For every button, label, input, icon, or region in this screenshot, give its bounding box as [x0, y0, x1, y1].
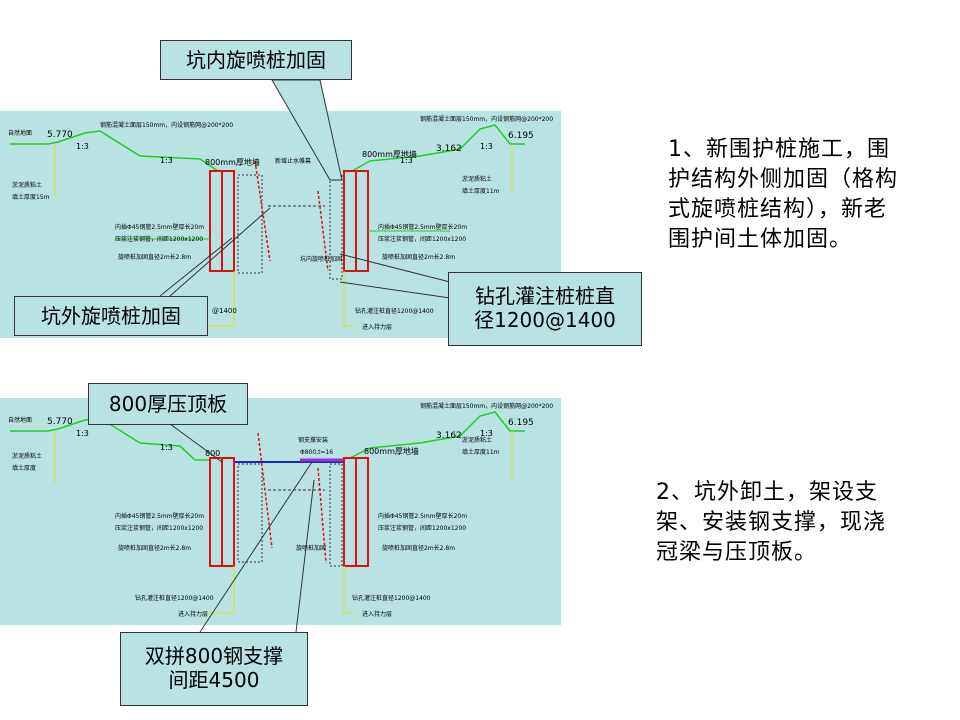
note-bottom-left2: 进入持力层: [178, 610, 208, 618]
elev-left: 5.770: [47, 417, 73, 427]
note-left-top: 自然地面: [8, 129, 32, 137]
left-inner-pile: [237, 463, 263, 563]
slope-b: 1:3: [160, 156, 173, 165]
note-pipe-left1: 内插Φ45钢管2.5mm壁厚长20m: [115, 223, 204, 231]
slope-c: 1:3: [480, 429, 493, 438]
step-1-line: 1、新围护桩施工，围: [668, 137, 890, 162]
note-mid: 旋喷桩加固: [296, 544, 326, 552]
note-bottom-right2: 进入持力层: [362, 323, 392, 331]
slope-a: 1:3: [76, 429, 89, 438]
note-bottom-left: @1400: [212, 307, 237, 315]
elev-right: 6.195: [508, 131, 534, 141]
note-left-soil2: 填土厚度15m: [12, 193, 50, 201]
step-1-description: 1、新围护桩施工，围 护结构外侧加固（格构 式旋喷桩结构），新老 围护间土体加固…: [668, 135, 898, 255]
callout-top-slab-text: 800厚压顶板: [108, 392, 228, 416]
note-top-right: 钢筋混凝土面层150mm，内设钢筋网@200*200: [420, 115, 553, 123]
pile-guide-right: [343, 271, 355, 327]
callout-steel-strut-line2: 间距4500: [168, 668, 260, 692]
note-pipe-right2: 压浆注浆钢管，间距1200x1200: [378, 524, 466, 532]
step-2-line: 架、安装钢支撑，现浇: [656, 510, 887, 535]
note-right-soil1: 淤泥质粘土: [462, 175, 492, 183]
elev-mid: 3.162: [436, 144, 462, 154]
slope-b: 1:3: [160, 443, 173, 452]
note-pipe-left2: 压浆注浆钢管，间距1200x1200: [115, 524, 203, 532]
note-bottom-left1: 钻孔灌注桩直径1200@1400: [135, 594, 214, 602]
note-bottom-right1: 钻孔灌注桩直径1200@1400: [352, 594, 431, 602]
slope-red-right: [317, 467, 327, 564]
note-jet-left: 旋喷桩加固直径2m长2.8m: [118, 253, 191, 261]
slope-a: 1:3: [76, 142, 89, 151]
slope-d: 1:3: [480, 142, 493, 151]
callout-outer-jet-grout-text: 坑外旋喷桩加固: [41, 304, 181, 328]
note-pipe-left1: 内插Φ45钢管2.5mm壁厚长20m: [115, 512, 204, 520]
note-bottom-right1: 钻孔灌注桩直径1200@1400: [355, 307, 434, 315]
note-bottom-right2: 进入持力层: [362, 610, 392, 618]
note-strut2: Φ800,t=16: [300, 449, 333, 456]
elev-right: 6.195: [508, 418, 534, 428]
wall-right-label: 800mm厚地墙: [362, 149, 417, 159]
pile-guide-right: [343, 566, 355, 614]
note-pipe-right2: 压浆注浆钢管，间距1200x1200: [378, 235, 466, 243]
note-left-soil1: 淤泥质粘土: [12, 452, 42, 460]
section-drawing-2-svg: 5.770 6.195 3.162 1:3 1:3 1:3 800 800mm厚…: [8, 402, 553, 618]
right-inner-pile: [329, 463, 343, 567]
callout-top-slab: 800厚压顶板: [88, 383, 248, 425]
note-left-soil2: 填土厚度: [12, 464, 36, 472]
note-jet-right: 旋喷桩加固直径2m长2.8m: [382, 253, 455, 261]
ground-line-right: [351, 124, 525, 172]
note-left-top: 自然地面: [8, 416, 32, 424]
note-pipe-right1: 内插Φ45钢管2.5mm壁厚长20m: [378, 512, 467, 520]
section-drawing-2: 5.770 6.195 3.162 1:3 1:3 1:3 800 800mm厚…: [0, 398, 561, 625]
slope-red-right: [317, 190, 329, 272]
callout-bored-pile: 钻孔灌注桩桩直 径1200@1400: [448, 272, 642, 346]
ground-line-left: [10, 130, 219, 172]
callout-steel-strut: 双拼800钢支撑 间距4500: [120, 632, 308, 706]
note-right-soil2: 填土厚度11m: [462, 187, 500, 195]
note-jet-right: 旋喷桩加固直径2m长2.8m: [382, 544, 455, 552]
callout-inner-jet-grout-text: 坑内旋喷桩加固: [186, 48, 326, 72]
wall-left-label: 800mm厚地墙: [205, 157, 260, 167]
callout-outer-jet-grout: 坑外旋喷桩加固: [14, 296, 208, 336]
note-left-soil1: 淤泥质粘土: [12, 181, 42, 189]
callout-steel-strut-line1: 双拼800钢支撑: [144, 644, 284, 668]
elev-left: 5.770: [47, 130, 73, 140]
note-strut1: 钢支撑安装: [298, 436, 328, 444]
note-pipe-left2: 压浆注浆钢管，间距1200x1200: [115, 235, 203, 243]
note-pipe-right1: 内插Φ45钢管2.5mm壁厚长20m: [378, 223, 467, 231]
note-top-left: 钢筋混凝土面层150mm，内设钢筋网@200*200: [100, 121, 233, 129]
note-right-soil2: 填土厚度11m: [462, 448, 500, 456]
step-1-line: 护结构外侧加固（格构: [668, 167, 899, 192]
step-1-line: 式旋喷桩结构），新老: [668, 197, 888, 222]
left-inner-pile: [237, 174, 263, 274]
note-jet-left: 旋喷桩加固直径2m长2.8m: [118, 544, 191, 552]
wall-right-label: 800mm厚地墙: [364, 446, 419, 456]
note-mid-bottom: 坑内旋喷桩加固: [300, 255, 342, 263]
step-2-line: 2、坑外卸土，架设支: [656, 480, 878, 505]
callout-inner-jet-grout: 坑内旋喷桩加固: [160, 40, 352, 80]
note-top-right: 钢筋混凝土面层150mm，内设钢筋网@200*200: [420, 402, 553, 410]
step-2-line: 冠梁与压顶板。: [656, 540, 818, 565]
ground-line-right: [349, 411, 525, 459]
slope-c: 1:3: [400, 156, 413, 165]
elev-mid: 3.162: [436, 431, 462, 441]
pile-guide-left: [205, 271, 235, 327]
step-2-description: 2、坑外卸土，架设支 架、安装钢支撑，现浇 冠梁与压顶板。: [656, 478, 886, 568]
callout-bored-pile-line2: 径1200@1400: [474, 308, 616, 332]
right-inner-pile: [329, 174, 343, 280]
note-mid-top: 新增止水帷幕: [275, 157, 311, 165]
pile-guide-left: [205, 566, 235, 614]
step-1-line: 围护间土体加固。: [668, 227, 853, 252]
callout-bored-pile-line1: 钻孔灌注桩桩直: [475, 284, 615, 308]
note-right-soil1: 淤泥质粘土: [462, 436, 492, 444]
wall-left-label: 800: [205, 449, 220, 458]
